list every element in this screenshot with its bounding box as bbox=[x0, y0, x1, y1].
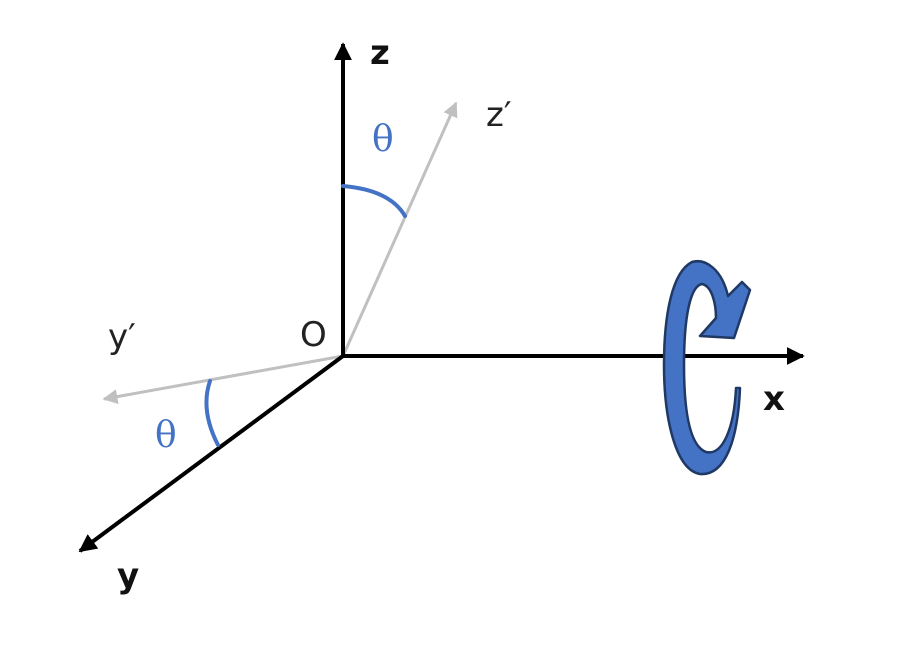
theta-label-y: θ bbox=[155, 415, 177, 456]
curved-rotation-arrow-icon bbox=[662, 260, 752, 476]
y-axis bbox=[78, 354, 345, 553]
z-prime-axis-label: z′ bbox=[486, 95, 512, 135]
y-prime-axis-label: y′ bbox=[108, 317, 136, 357]
z-prime-axis bbox=[341, 101, 458, 357]
origin-label: O bbox=[300, 315, 327, 355]
y-prime-axis bbox=[102, 354, 344, 404]
theta-arc-z bbox=[341, 184, 407, 218]
y-axis-label: y bbox=[117, 556, 139, 596]
x-axis-label: x bbox=[763, 379, 785, 419]
z-axis-label: z bbox=[370, 33, 390, 73]
theta-label-z: θ bbox=[372, 119, 394, 160]
theta-arc-y bbox=[204, 379, 220, 447]
